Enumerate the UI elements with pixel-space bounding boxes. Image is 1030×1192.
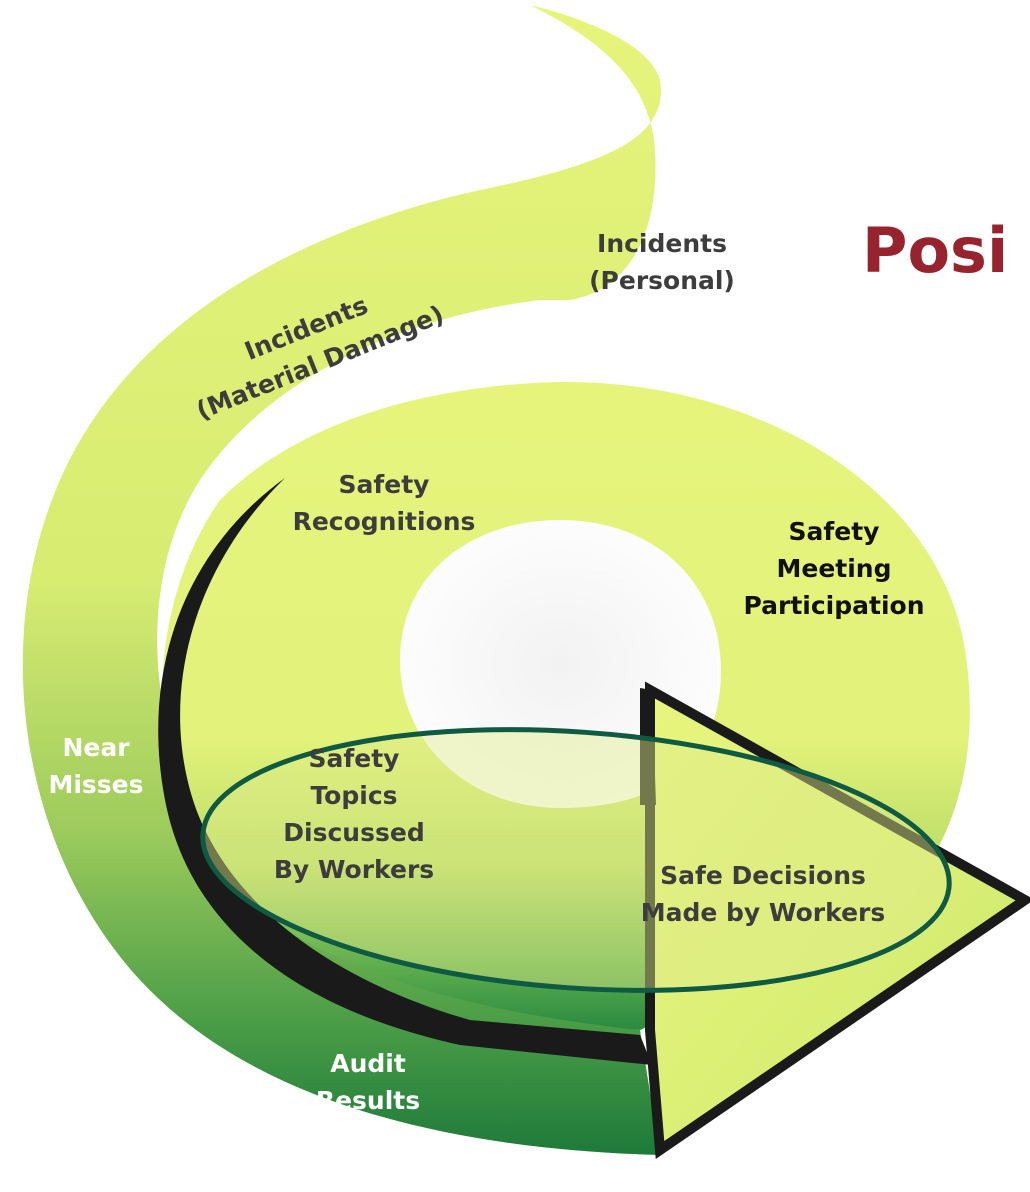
diagram-title: Posi [862,214,1008,287]
arrow-head-shadow [640,688,656,805]
label-safety-recognitions-line2: Recognitions [293,507,476,536]
label-safe-decisions-line2: Made by Workers [641,898,886,927]
label-safe-decisions-line1: Safe Decisions [660,861,866,890]
label-safety-topics-line2: Topics [310,781,397,810]
outer-spiral-band [22,5,661,1155]
label-audit-results-line1: Audit [330,1049,406,1078]
label-safety-meeting-line1: Safety [789,517,880,546]
label-near-misses-line2: Misses [48,770,143,799]
spiral-arrow-head [645,681,1030,1159]
label-safety-recognitions-line1: Safety [339,470,430,499]
label-safety-topics-line4: By Workers [274,855,434,884]
highlight-ellipse [200,727,952,993]
label-audit-results-line2: Results [316,1086,420,1115]
label-safety-meeting-line3: Participation [743,591,924,620]
label-safety-topics-line3: Discussed [283,818,424,847]
label-safety-meeting-line2: Meeting [776,554,891,583]
label-incidents-personal-line1: Incidents [597,229,727,258]
label-safety-topics-line1: Safety [309,744,400,773]
label-near-misses-line1: Near [62,733,130,762]
label-incidents-personal-line2: (Personal) [589,266,735,295]
